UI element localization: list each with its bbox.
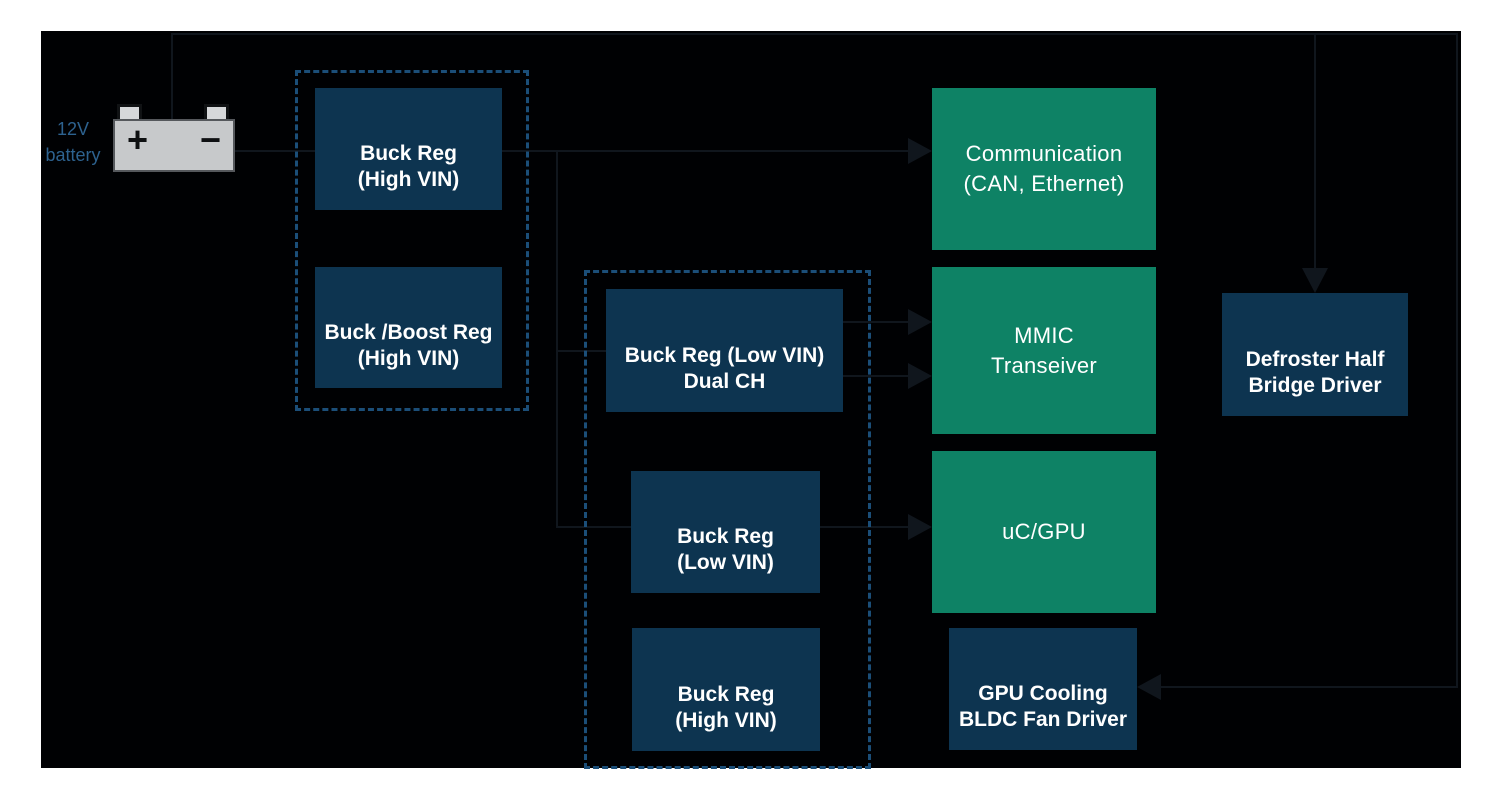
connector-defroster-feed — [1314, 33, 1316, 269]
node-label: MMIC Transeiver — [990, 322, 1098, 378]
connector-branch-to-buck-low-dual — [556, 350, 608, 352]
arrowhead-mmic-1 — [908, 309, 932, 335]
battery-icon: + − — [113, 119, 235, 172]
node-buck-boost-reg-high-vin: Buck /Boost Reg (High VIN) — [315, 267, 502, 388]
arrowhead-communication — [908, 138, 932, 164]
connector-gpu-fan-feed — [1161, 686, 1458, 688]
node-communication: Communication (CAN, Ethernet) — [932, 88, 1156, 250]
node-uc-gpu: uC/GPU — [932, 451, 1156, 613]
connector-top-rail — [171, 33, 1458, 35]
connector-battery-to-communication — [235, 150, 908, 152]
battery-terminal-negative — [204, 104, 229, 121]
connector-right-rail — [1456, 33, 1458, 688]
node-label: Buck Reg (High VIN) — [675, 682, 777, 732]
connector-branch-to-buck-low — [556, 526, 633, 528]
battery-terminal-positive — [117, 104, 142, 121]
node-buck-reg-high-vin-top: Buck Reg (High VIN) — [315, 88, 502, 210]
group-outline-low-vin-regs — [584, 270, 871, 769]
node-label: Communication (CAN, Ethernet) — [963, 141, 1125, 196]
connector-buck-low-to-ucgpu — [820, 526, 908, 528]
node-label: Buck Reg (Low VIN) — [677, 525, 774, 574]
node-gpu-cooling-bldc-fan-driver: GPU Cooling BLDC Fan Driver — [949, 628, 1137, 750]
group-outline-high-vin-regs — [295, 70, 529, 411]
node-label: Buck Reg (Low VIN) Dual CH — [624, 343, 825, 393]
arrowhead-mmic-2 — [908, 363, 932, 389]
node-label: Buck /Boost Reg (High VIN) — [324, 320, 493, 370]
node-buck-reg-high-vin-bottom: Buck Reg (High VIN) — [632, 628, 820, 751]
node-label: GPU Cooling BLDC Fan Driver — [958, 682, 1128, 731]
arrowhead-gpu-fan — [1137, 674, 1161, 700]
connector-vertical-branch — [556, 150, 558, 528]
node-buck-reg-low-vin-dual-ch: Buck Reg (Low VIN) Dual CH — [606, 289, 843, 412]
arrowhead-defroster — [1302, 268, 1328, 293]
arrowhead-ucgpu — [908, 514, 932, 540]
connector-battery-to-top-rail — [171, 33, 173, 120]
battery-minus-symbol: − — [199, 119, 221, 160]
battery-plus-symbol: + — [127, 119, 149, 160]
connector-dual-ch-to-mmic-1 — [843, 321, 908, 323]
node-label: uC/GPU — [1002, 519, 1086, 545]
node-buck-reg-low-vin: Buck Reg (Low VIN) — [631, 471, 820, 593]
connector-dual-ch-to-mmic-2 — [843, 375, 908, 377]
node-defroster-half-bridge-driver: Defroster Half Bridge Driver — [1222, 293, 1408, 416]
node-label: Buck Reg (High VIN) — [357, 142, 460, 191]
battery-label: 12V battery — [45, 119, 101, 165]
node-label: Defroster Half Bridge Driver — [1245, 347, 1385, 397]
node-mmic-transceiver: MMIC Transeiver — [932, 267, 1156, 434]
